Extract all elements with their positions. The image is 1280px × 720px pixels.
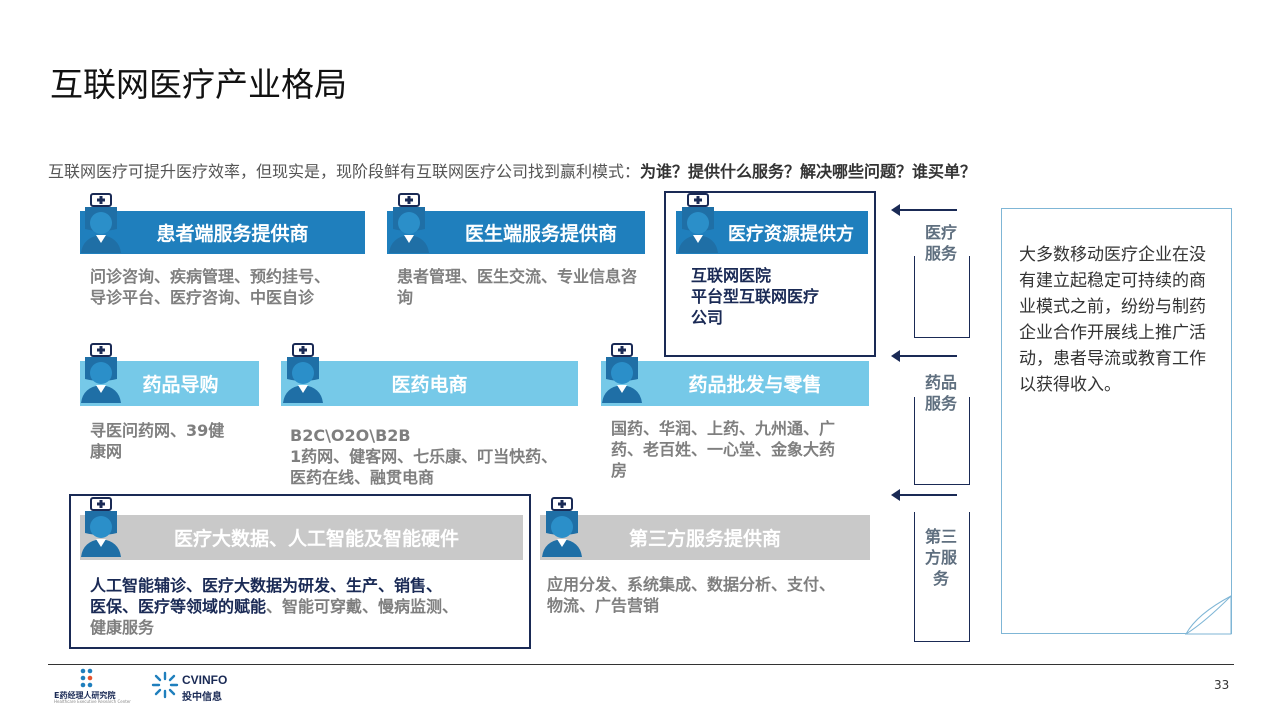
desc-line: 康网 [90,442,123,461]
nurse-icon [77,497,125,557]
drug-guide-bar: 药品导购 [80,361,259,406]
logo-cvinfo: CVINFO 投中信息 [151,671,241,703]
nurse-icon [385,193,433,253]
desc-line: 患者管理、医生交流、专业信息咨 [397,267,638,286]
desc-line: 公司 [691,308,724,327]
page-curl-icon [1185,594,1232,635]
drug-guide-desc: 寻医问药网、39健 康网 [90,420,260,462]
page-number: 33 [1214,678,1230,692]
desc-line: 询 [397,288,414,307]
side-label-line: 服务 [924,244,957,263]
logo1-sub: Healthcare Executive Research Center [54,699,131,704]
side-label-line: 方服 [924,548,957,567]
desc-line: 房 [611,461,628,480]
logo-e-pharma: E药经理人研究院 Healthcare Executive Research C… [54,668,131,704]
side-label-line: 服务 [924,394,957,413]
medical-service-label: 医疗 服务 [921,222,961,264]
nurse-icon [538,497,586,557]
desc-line: 国药、华润、上药、九州通、广 [611,419,836,438]
drug-guide-label: 药品导购 [142,374,219,396]
side-label-line: 医疗 [924,223,957,242]
doctor-service-label: 医生端服务提供商 [464,223,617,245]
desc-line: 人工智能辅诊、医疗大数据为研发、生产、销售、 [90,576,443,595]
footer-divider [48,664,1234,665]
medical-service-bracket [914,256,970,338]
doctor-service-bar: 医生端服务提供商 [387,211,645,254]
side-label-line: 第三 [924,527,957,546]
desc-line: 1药网、健客网、七乐康、叮当快药、 [290,447,558,466]
logo1-name: E药经理人研究院 [54,691,116,700]
desc-line: 物流、广告营销 [547,596,660,615]
note-text: 大多数移动医疗企业在没有建立起稳定可持续的商业模式之前，纷纷与制药企业合作开展线… [1019,245,1206,395]
desc-line: 寻医问药网、39健 [90,421,225,440]
desc-rest-part: 、智能可穿戴、慢病监测、 [266,597,459,616]
drug-service-bracket [914,397,970,485]
desc-line: 互联网医院 [691,266,772,285]
bigdata-label: 医疗大数据、人工智能及智能硬件 [173,528,459,550]
desc-line: 应用分发、系统集成、数据分析、支付、 [547,575,836,594]
third-party-bar: 第三方服务提供商 [540,515,870,560]
logo2-cn: 投中信息 [182,692,222,703]
desc-line: B2C\O2O\B2B [290,426,411,445]
nurse-icon [77,193,125,253]
subtitle: 互联网医疗可提升医疗效率，但现实是，现阶段鲜有互联网医疗公司找到赢利模式：为谁？… [48,158,976,182]
arrow-left-icon [891,489,957,501]
desc-line: 导诊平台、医疗咨询、中医自诊 [90,288,315,307]
resource-provider-desc: 互联网医院 平台型互联网医疗 公司 [691,265,871,328]
ecommerce-desc: B2C\O2O\B2B 1药网、健客网、七乐康、叮当快药、 医药在线、融贯电商 [290,425,590,488]
logo-dots-icon [80,668,93,688]
nurse-icon [77,343,125,403]
ecommerce-bar: 医药电商 [281,361,578,406]
arrow-left-icon [891,204,957,216]
third-party-label: 第三方服务提供商 [628,528,781,550]
resource-provider-label: 医疗资源提供方 [728,223,854,245]
nurse-icon [674,193,722,253]
subtitle-bold: 为谁？提供什么服务？解决哪些问题？谁买单？ [640,162,977,181]
arrow-left-icon [891,350,957,362]
logo2-name: CVINFO [182,673,228,687]
logo-burst-icon [151,671,179,699]
ecommerce-label: 医药电商 [391,374,468,396]
drug-service-label: 药品 服务 [921,372,961,414]
nurse-icon [279,343,327,403]
desc-line: 问诊咨询、疾病管理、预约挂号、 [90,267,331,286]
side-label-line: 药品 [924,373,957,392]
third-service-bracket [914,512,970,642]
patient-service-label: 患者端服务提供商 [156,223,309,245]
desc-bold-part: 医保、医疗等领域的赋能 [90,597,267,616]
bigdata-desc: 人工智能辅诊、医疗大数据为研发、生产、销售、 医保、医疗等领域的赋能、智能可穿戴… [90,575,520,638]
nurse-icon [598,343,646,403]
doctor-service-desc: 患者管理、医生交流、专业信息咨 询 [397,266,672,308]
patient-service-desc: 问诊咨询、疾病管理、预约挂号、 导诊平台、医疗咨询、中医自诊 [90,266,380,308]
third-service-label: 第三 方服 务 [921,526,961,589]
patient-service-bar: 患者端服务提供商 [80,211,365,254]
desc-line: 平台型互联网医疗 [691,287,820,306]
desc-line: 健康服务 [90,618,155,637]
wholesale-bar: 药品批发与零售 [601,361,869,406]
wholesale-desc: 国药、华润、上药、九州通、广 药、老百姓、一心堂、金象大药 房 [611,418,871,481]
side-label-line: 务 [932,569,949,588]
desc-line: 药、老百姓、一心堂、金象大药 [611,440,836,459]
page-title: 互联网医疗产业格局 [50,65,347,104]
subtitle-normal: 互联网医疗可提升医疗效率，但现实是，现阶段鲜有互联网医疗公司找到赢利模式： [48,162,641,181]
note-box [1001,208,1232,634]
third-party-desc: 应用分发、系统集成、数据分析、支付、 物流、广告营销 [547,574,877,616]
desc-line: 医药在线、融贯电商 [290,468,435,487]
wholesale-label: 药品批发与零售 [688,374,822,396]
bigdata-bar: 医疗大数据、人工智能及智能硬件 [80,515,523,560]
